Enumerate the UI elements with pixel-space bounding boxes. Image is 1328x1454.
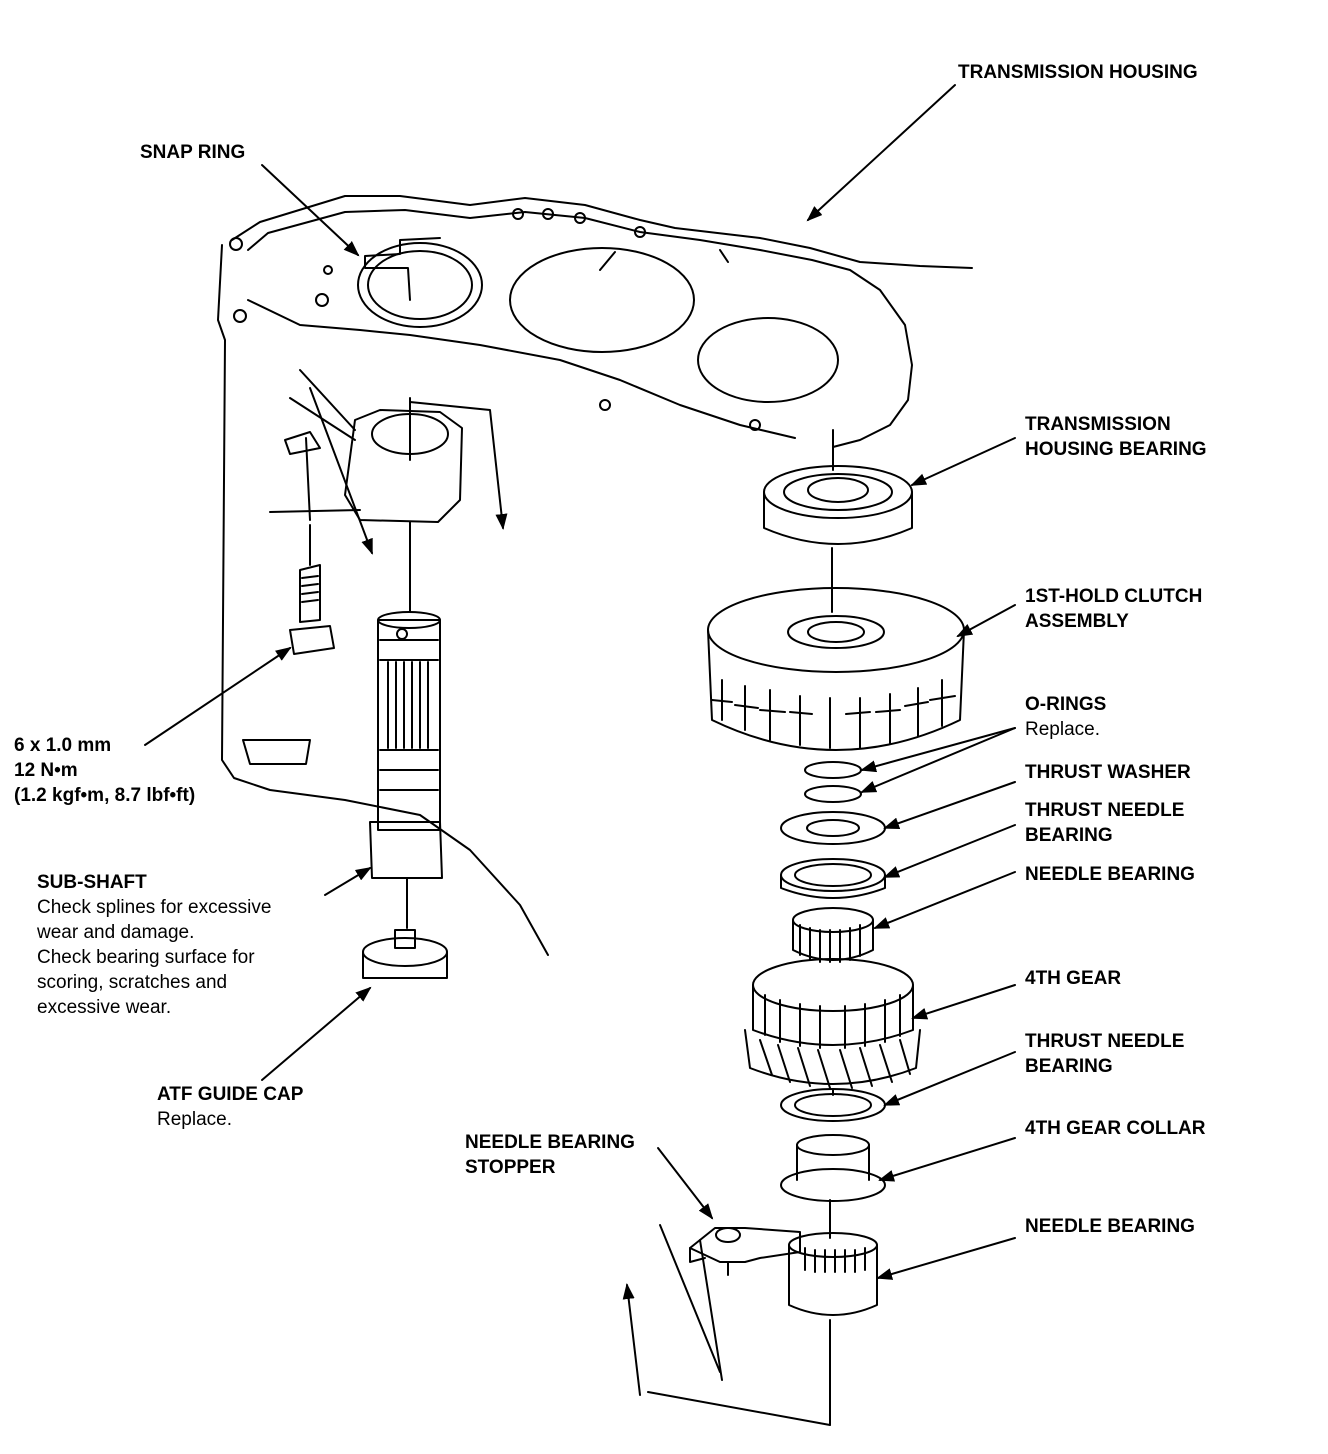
label-note: Replace. xyxy=(1025,719,1100,740)
label-line: THRUST NEEDLE xyxy=(1025,800,1185,821)
label-title: SUB-SHAFT xyxy=(37,872,147,893)
label-note: Check bearing surface for xyxy=(37,947,255,968)
needle-bearing-stopper-part xyxy=(689,1227,801,1276)
label-note: excessive wear. xyxy=(37,997,172,1018)
label-note: Replace. xyxy=(157,1109,232,1130)
label-note: wear and damage. xyxy=(37,922,195,943)
label-title: ATF GUIDE CAP xyxy=(157,1084,304,1105)
main-shaft-stack xyxy=(707,429,965,1426)
label-thrust-washer: THRUST WASHER xyxy=(1025,762,1191,783)
label-4th-gear: 4TH GEAR xyxy=(1025,968,1122,989)
label-thrust-needle-bearing-2: THRUST NEEDLE BEARING xyxy=(1025,1029,1184,1079)
label-needle-bearing-2: NEEDLE BEARING xyxy=(1025,1216,1195,1237)
label-sub-shaft: SUB-SHAFT Check splines for excessive we… xyxy=(37,870,271,1020)
label-line: STOPPER xyxy=(465,1157,556,1178)
label-4th-gear-collar: 4TH GEAR COLLAR xyxy=(1025,1118,1206,1139)
label-transmission-housing-bearing: TRANSMISSION HOUSING BEARING xyxy=(1025,412,1207,462)
transmission-housing xyxy=(217,195,973,956)
label-line: ASSEMBLY xyxy=(1025,611,1129,632)
assembly-guide-lines xyxy=(309,387,831,1426)
label-note: Check splines for excessive xyxy=(37,897,272,918)
label-atf-guide-cap: ATF GUIDE CAP Replace. xyxy=(157,1082,303,1132)
label-thrust-needle-bearing: THRUST NEEDLE BEARING xyxy=(1025,798,1184,848)
label-bolt-spec: 6 x 1.0 mm 12 N•m (1.2 kgf•m, 8.7 lbf•ft… xyxy=(14,733,195,808)
label-line: 6 x 1.0 mm xyxy=(14,735,112,756)
label-title: O-RINGS xyxy=(1025,694,1107,715)
label-line: NEEDLE BEARING xyxy=(465,1132,635,1153)
label-line: (1.2 kgf•m, 8.7 lbf•ft) xyxy=(14,785,196,806)
label-line: 12 N•m xyxy=(14,760,78,781)
leader-arrows xyxy=(144,84,1016,1280)
label-line: BEARING xyxy=(1025,825,1113,846)
label-snap-ring: SNAP RING xyxy=(140,142,246,163)
label-transmission-housing: TRANSMISSION HOUSING xyxy=(958,62,1198,83)
label-line: HOUSING BEARING xyxy=(1025,439,1207,460)
label-needle-bearing: NEEDLE BEARING xyxy=(1025,864,1195,885)
label-note: scoring, scratches and xyxy=(37,972,228,993)
label-line: TRANSMISSION xyxy=(1025,414,1171,435)
label-line: 1ST-HOLD CLUTCH xyxy=(1025,586,1203,607)
label-line: BEARING xyxy=(1025,1056,1113,1077)
label-line: THRUST NEEDLE xyxy=(1025,1031,1185,1052)
label-1st-hold-clutch-assembly: 1ST-HOLD CLUTCH ASSEMBLY xyxy=(1025,584,1202,634)
label-needle-bearing-stopper: NEEDLE BEARING STOPPER xyxy=(465,1130,635,1180)
sub-shaft-assembly xyxy=(269,369,463,979)
label-o-rings: O-RINGS Replace. xyxy=(1025,692,1106,742)
